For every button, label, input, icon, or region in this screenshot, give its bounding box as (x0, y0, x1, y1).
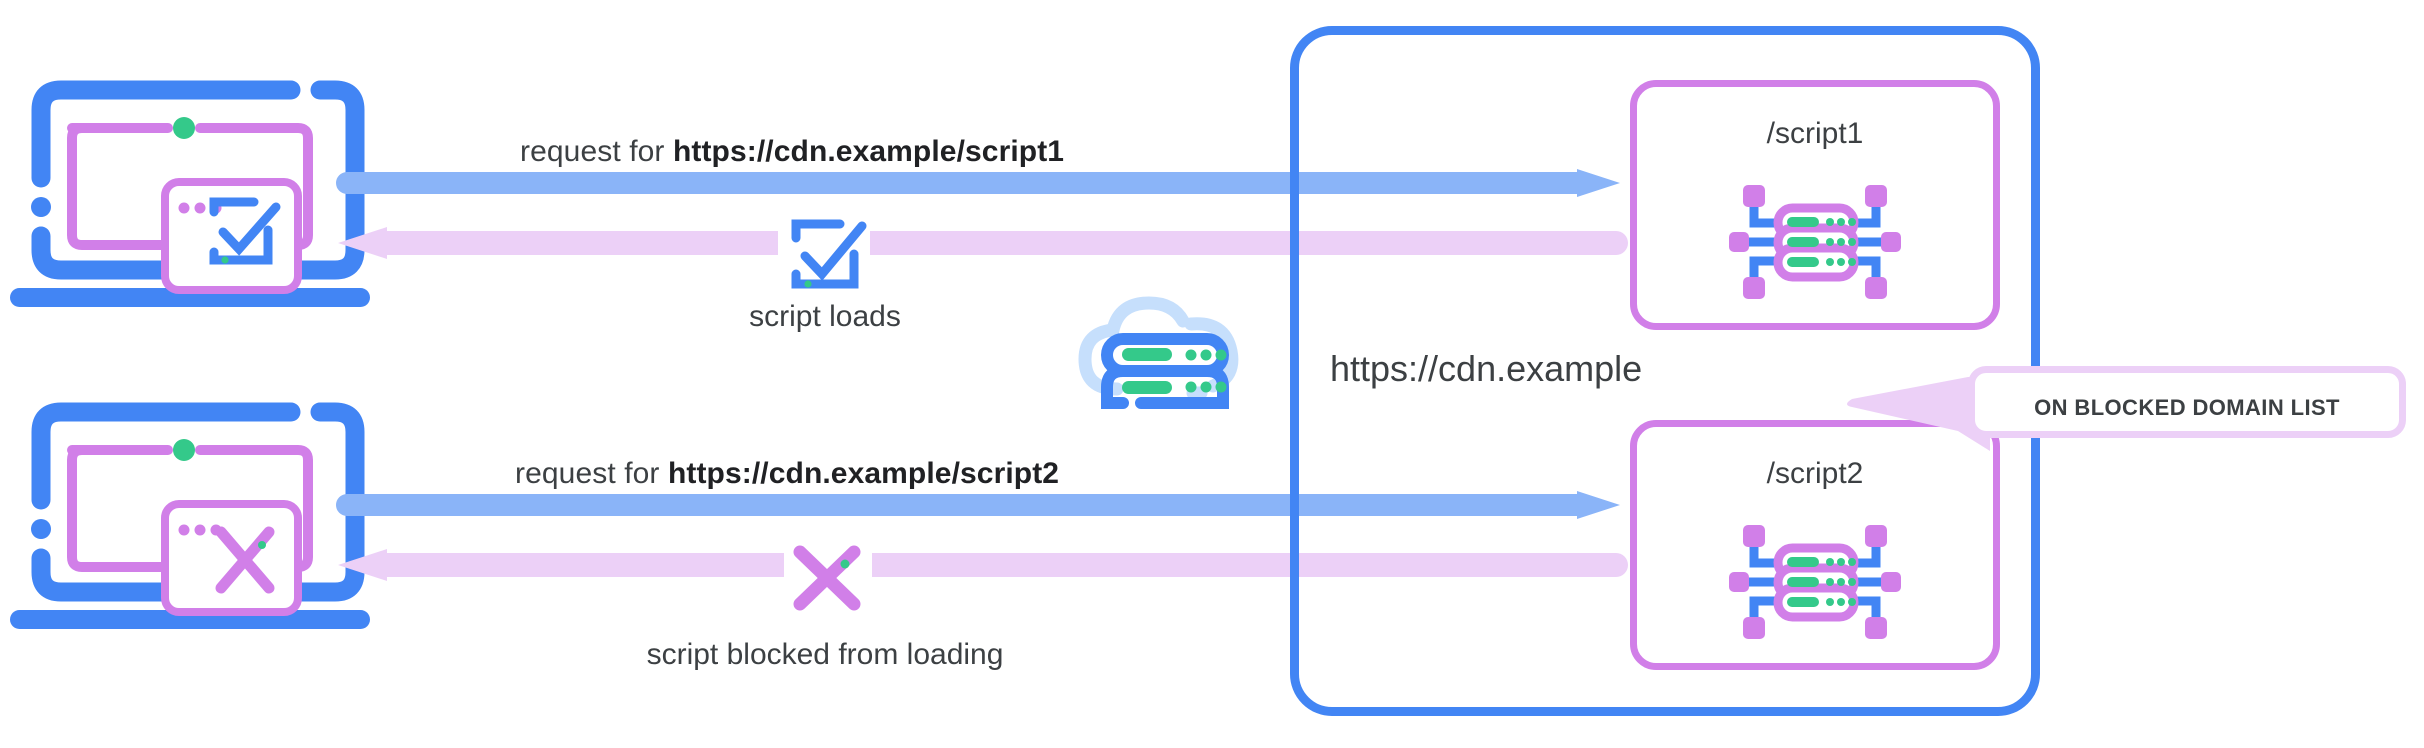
response-arrow-script1 (338, 227, 1628, 259)
resource-label-script2: /script2 (1766, 457, 1864, 490)
request-url-script1: https://cdn.example/script1 (672, 135, 1065, 168)
request-arrow-script2 (336, 491, 1620, 519)
resource-box-script2: /script2 (1630, 420, 2000, 670)
script-loads-checkmark-icon (778, 212, 870, 296)
callout-text: ON BLOCKED DOMAIN LIST (2034, 395, 2340, 420)
callout-tail (1847, 377, 1990, 451)
laptop-checkmark-icon (10, 80, 370, 307)
request-prefix-script2: request for (515, 457, 668, 490)
request-arrow-script1 (336, 169, 1620, 197)
laptop-cross-icon (10, 402, 370, 629)
resource-box-script1: /script1 (1630, 80, 2000, 330)
request-url-script2: https://cdn.example/script2 (667, 457, 1060, 490)
cloud-server-icon (1073, 285, 1263, 425)
client-laptop-blocked (10, 382, 370, 652)
server-rack-icon-script2 (1729, 525, 1901, 639)
script-blocked-cross-icon (784, 538, 872, 618)
request-label-script1: request for https://cdn.example/script1 (520, 135, 1064, 169)
server-rack-icon-script1 (1729, 185, 1901, 299)
blocked-domain-callout: ON BLOCKED DOMAIN LIST (1968, 366, 2406, 438)
cdn-domain-label: https://cdn.example (1330, 348, 1643, 389)
client-laptop-allowed (10, 60, 370, 330)
resource-label-script1: /script1 (1766, 117, 1864, 150)
request-prefix-script1: request for (520, 135, 673, 168)
response-arrow-script2 (338, 549, 1628, 581)
request-label-script2: request for https://cdn.example/script2 (515, 457, 1059, 491)
result-label-script1: script loads (749, 300, 901, 333)
result-label-script2: script blocked from loading (646, 638, 1004, 671)
